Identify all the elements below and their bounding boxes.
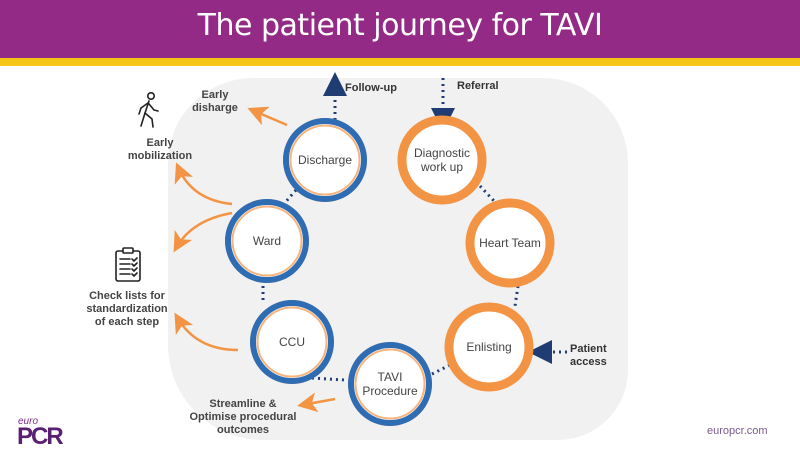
logo-euro: euro xyxy=(18,416,39,427)
connector xyxy=(513,285,520,307)
side-arrows xyxy=(173,106,336,413)
connector xyxy=(478,184,497,204)
node-ring xyxy=(354,348,426,420)
early-mobilization-label-1: Early xyxy=(147,137,175,149)
node-ring xyxy=(397,115,487,205)
page-title: The patient journey for TAVI xyxy=(197,8,603,43)
node-ring xyxy=(465,198,555,288)
early-discharge-arrow xyxy=(247,106,288,127)
checklist-label-3: of each step xyxy=(95,316,159,328)
node-label: Procedure xyxy=(362,384,418,398)
header-stripe xyxy=(0,58,800,66)
walking-person-icon xyxy=(138,92,159,128)
node-label: TAVI xyxy=(378,370,403,384)
connector xyxy=(281,189,298,206)
node-enlisting: Enlisting xyxy=(444,302,534,392)
early-mobilization-label-2: mobilization xyxy=(128,150,192,162)
node-label: Heart Team xyxy=(479,236,541,250)
header-bar xyxy=(0,0,800,58)
node-label: Ward xyxy=(253,234,281,248)
node-ring xyxy=(256,306,328,378)
patient-access-label-1: Patient xyxy=(570,343,607,355)
streamline-label-3: outcomes xyxy=(217,424,269,436)
follow-up-label: Follow-up xyxy=(345,82,397,94)
node-label: Diagnostic xyxy=(414,146,470,160)
node-ward: Ward xyxy=(225,199,309,283)
node-label: CCU xyxy=(279,335,305,349)
streamline-label-1: Streamline & xyxy=(209,398,276,410)
checklist-arrow xyxy=(174,312,239,352)
early-mobilization-arrow xyxy=(174,162,233,206)
early-discharge-label-1: Early xyxy=(202,89,230,101)
node-ring xyxy=(250,300,334,384)
streamline-arrow xyxy=(297,392,336,413)
site-url: europcr.com xyxy=(707,425,768,437)
node-label: Enlisting xyxy=(466,340,511,354)
patient-access-label-2: access xyxy=(570,356,607,368)
node-discharge: Discharge xyxy=(283,118,367,202)
node-ring xyxy=(231,205,303,277)
node-heart-team: Heart Team xyxy=(465,198,555,288)
clipboard-checklist-icon xyxy=(115,247,141,282)
node-ring xyxy=(225,199,309,283)
node-ring xyxy=(348,342,432,426)
checklist-label-2: standardization xyxy=(86,303,168,315)
checklist-label-1: Check lists for xyxy=(89,290,166,302)
ward-arrow xyxy=(173,211,233,253)
node-ccu: CCU xyxy=(250,300,334,384)
node-ring xyxy=(283,118,367,202)
node-ring xyxy=(444,302,534,392)
node-ring xyxy=(289,124,361,196)
node-label: work up xyxy=(420,160,463,174)
referral-label: Referral xyxy=(457,80,499,92)
logo-pcr: PCR xyxy=(17,423,64,450)
connector xyxy=(311,376,346,382)
connector xyxy=(431,363,451,376)
streamline-label-2: Optimise procedural xyxy=(190,411,297,423)
early-discharge-label-2: disharge xyxy=(192,102,238,114)
node-label: Discharge xyxy=(298,153,352,167)
